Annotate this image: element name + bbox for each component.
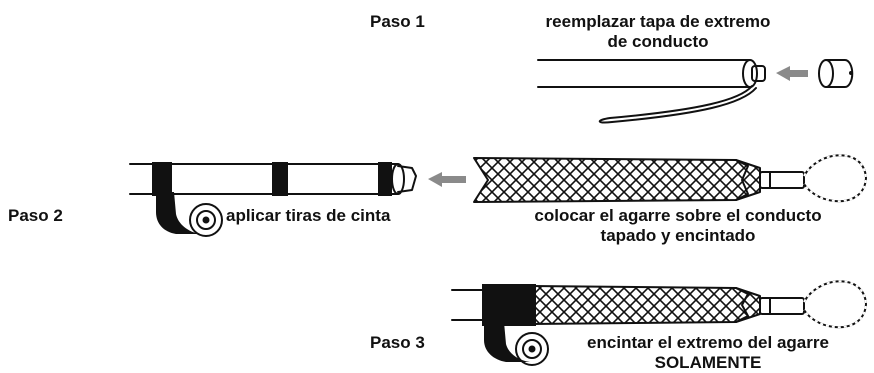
step1-caption-line2: de conducto — [607, 32, 709, 51]
step2-grip-caption-line1: colocar el agarre sobre el conducto — [534, 206, 822, 225]
step1-label: Paso 1 — [370, 12, 425, 31]
step2-label: Paso 2 — [8, 206, 63, 225]
step1-arrow-icon — [776, 66, 808, 81]
step1-conduit — [537, 59, 766, 88]
step2-grip-caption-line2: tapado y encintado — [600, 226, 756, 245]
step2-arrow-icon — [428, 172, 466, 187]
step3-label: Paso 3 — [370, 333, 425, 352]
step1-caption-line1: reemplazar tapa de extremo — [545, 12, 771, 31]
step3-caption: encintar el extremo del agarre SOLAMENTE — [548, 333, 868, 373]
step2-mesh-grip — [473, 154, 868, 203]
tape-roll-icon — [156, 192, 223, 237]
step3-assembly — [451, 280, 868, 329]
step3-tape-roll-icon — [484, 322, 549, 366]
step3-caption-line1: encintar el extremo del agarre — [587, 333, 829, 352]
step1-caption: reemplazar tapa de extremo de conducto — [528, 12, 788, 52]
step2-conduit — [129, 162, 417, 196]
end-cap-icon — [818, 59, 854, 88]
step2-tape-caption: aplicar tiras de cinta — [226, 206, 391, 225]
step2-grip-caption: colocar el agarre sobre el conducto tapa… — [488, 206, 868, 246]
step3-caption-line2: SOLAMENTE — [654, 353, 762, 372]
step1-pull-line — [598, 85, 757, 124]
